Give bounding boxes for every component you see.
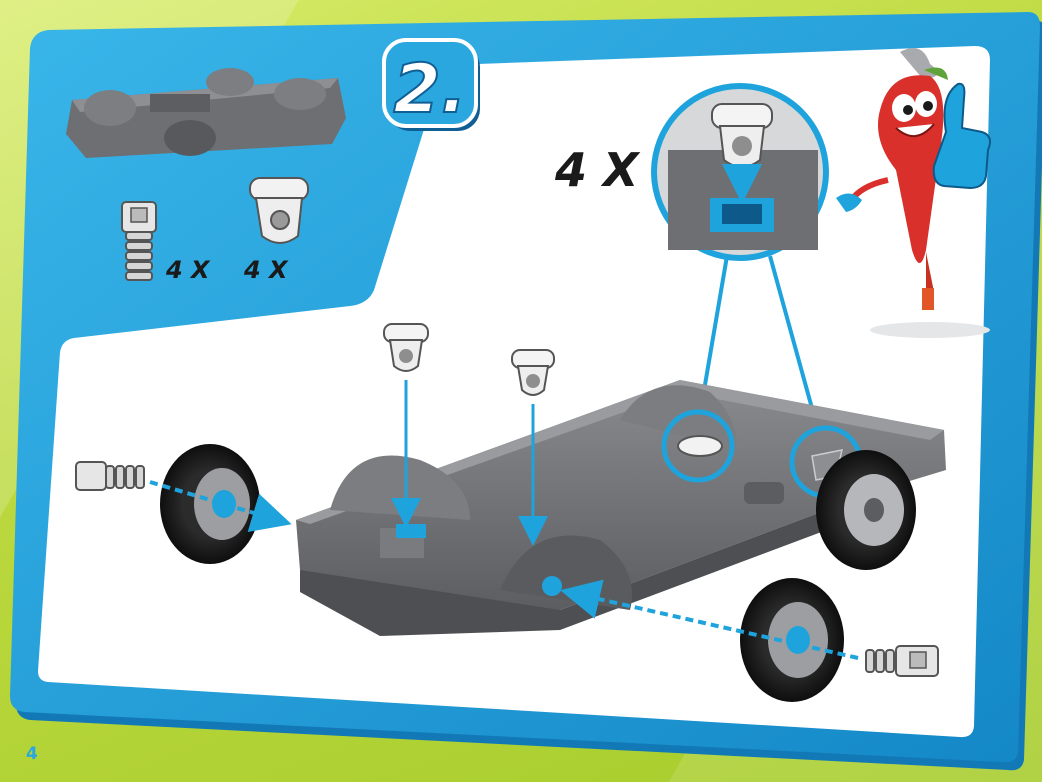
left-wheel	[160, 444, 260, 564]
rear-wheel	[816, 450, 916, 570]
connector-count: 4 X	[243, 256, 289, 284]
screw-count: 4 X	[165, 256, 211, 284]
detail-count: 4 X	[554, 143, 641, 197]
left-screw	[76, 462, 144, 490]
page-number: 4	[26, 744, 38, 764]
step-badge: 2.	[384, 40, 480, 131]
step-number: 2.	[393, 50, 466, 129]
detail-zoom-circle	[654, 86, 826, 258]
right-wheel	[740, 578, 844, 702]
right-screw	[866, 646, 938, 676]
